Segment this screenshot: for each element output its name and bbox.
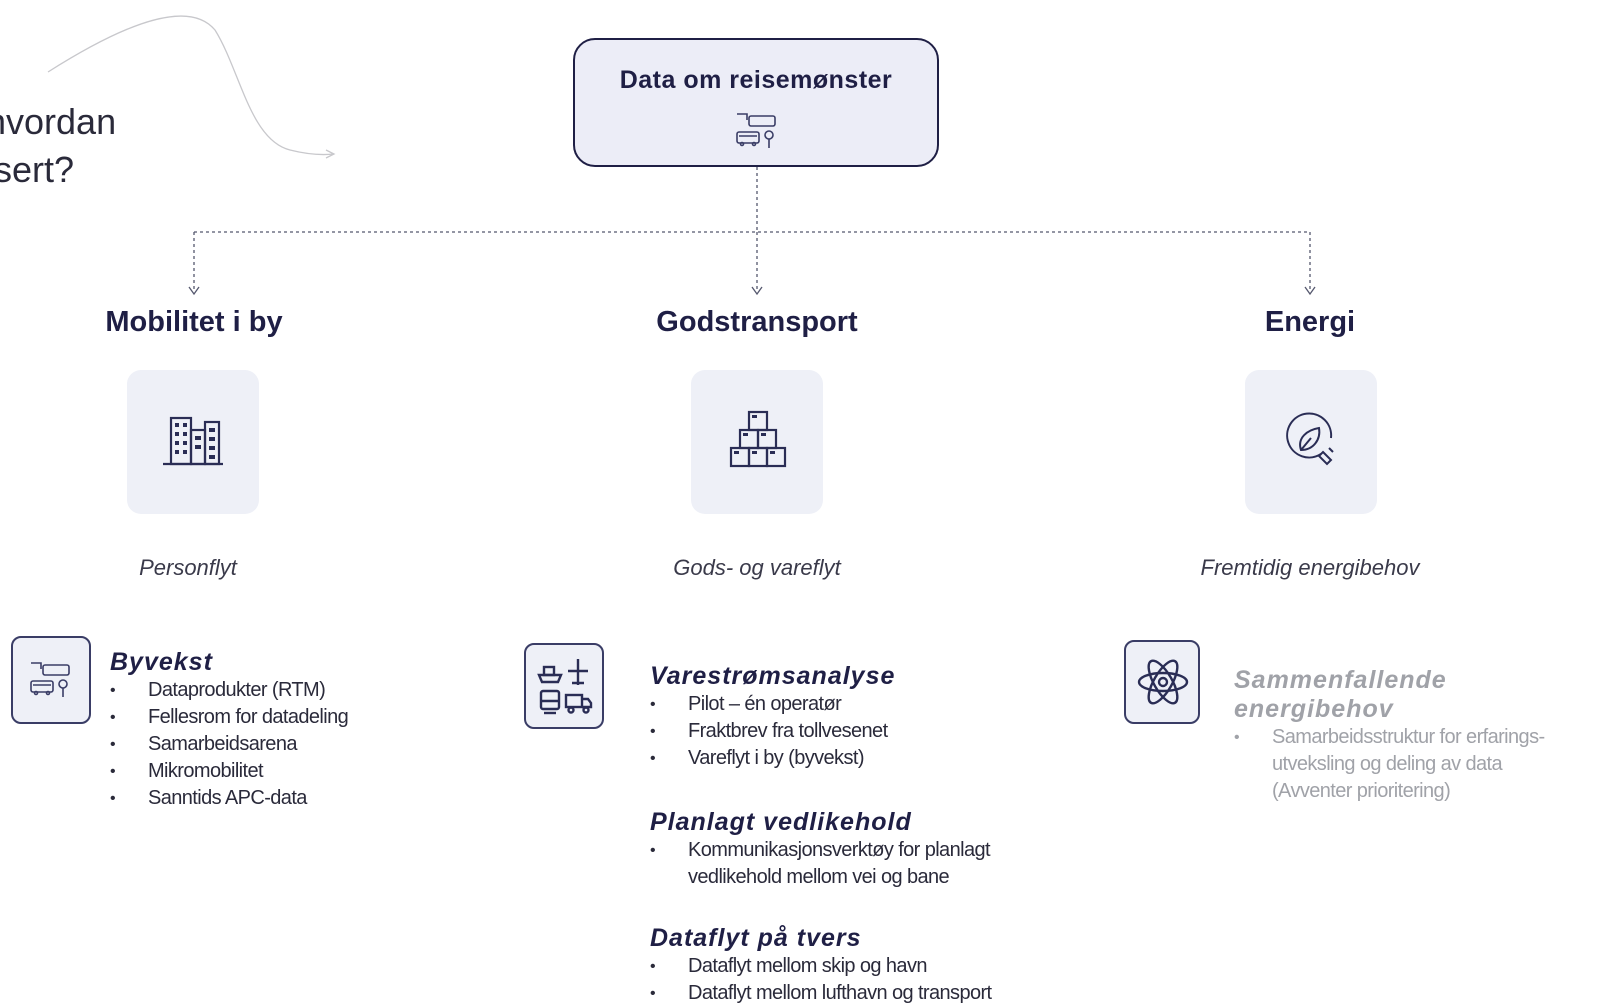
bullet-list: Dataflyt mellom skip og havn Dataflyt me… [650,953,1110,1007]
bullet-list: Kommunikasjonsverktøy for planlagt vedli… [650,837,1070,891]
block-byvekst: Byvekst Dataprodukter (RTM) Fellesrom fo… [110,648,440,812]
branch-title-energi: Energi [1264,306,1356,338]
list-item: Pilot – én operatør [650,691,1110,718]
data-travel-icon [736,113,776,148]
multimodal-transport-icon [537,659,593,715]
item-icon-tile-byvekst [11,636,91,724]
block-title: Byvekst [110,648,213,676]
block-title: Varestrømsanalyse [650,662,896,690]
atom-icon [1137,659,1189,705]
block-title: Dataflyt på tvers [650,924,862,952]
list-item: Samarbeidsstruktur for erfarings-utveksl… [1234,724,1610,805]
branch-title-godstransport: Godstransport [656,306,858,338]
arrow-down-icon [751,286,763,296]
branch-icon-tile-energi [1245,370,1377,514]
block-varestromsanalyse: Varestrømsanalyse Pilot – én operatør Fr… [650,662,1110,772]
list-item: Vareflyt i by (byvekst) [650,745,1110,772]
block-title: Planlagt vedlikehold [650,808,912,836]
list-item: Fraktbrev fra tollvesenet [650,718,1110,745]
item-icon-tile-godstransport [524,643,604,729]
bullet-list: Dataprodukter (RTM) Fellesrom for datade… [110,677,440,812]
block-title: Sammenfallende energibehov [1234,666,1447,723]
block-planlagt-vedlikehold: Planlagt vedlikehold Kommunikasjonsverkt… [650,808,1070,891]
city-buildings-icon [163,416,223,466]
arrow-down-icon [188,286,200,296]
arrow-down-icon [1304,286,1316,296]
list-item: Samarbeidsarena [110,731,440,758]
list-item: Fellesrom for datadeling [110,704,440,731]
intro-question-text: hvordan isert? [0,101,117,190]
list-item: Sanntids APC-data [110,785,440,812]
block-dataflyt-pa-tvers: Dataflyt på tvers Dataflyt mellom skip o… [650,924,1110,1007]
decorative-curve-arrow [47,15,335,156]
boxes-icon [729,410,787,468]
item-icon-tile-energi [1124,640,1200,724]
root-title: Data om reisemønster [619,66,893,94]
root-node: Data om reisemønster [573,38,939,167]
bullet-list: Samarbeidsstruktur for erfarings-utveksl… [1234,724,1610,805]
branch-title-mobilitet: Mobilitet i by [105,306,283,338]
list-item: Mikromobilitet [110,758,440,785]
list-item: Dataflyt mellom lufthavn og transport [650,980,1110,1007]
branch-subtitle-mobilitet: Personflyt [139,555,237,580]
leaf-plug-icon [1286,412,1334,466]
branch-icon-tile-mobilitet [127,370,259,514]
list-item: Dataprodukter (RTM) [110,677,440,704]
branch-icon-tile-godstransport [691,370,823,514]
branch-subtitle-energi: Fremtidig energibehov [1200,555,1420,580]
branch-subtitle-godstransport: Gods- og vareflyt [673,555,841,580]
list-item: Kommunikasjonsverktøy for planlagt vedli… [650,837,1070,891]
block-sammenfallende-energibehov: Sammenfallende energibehov Samarbeidsstr… [1234,666,1610,805]
list-item: Dataflyt mellom skip og havn [650,953,1110,980]
bullet-list: Pilot – én operatør Fraktbrev fra tollve… [650,691,1110,772]
data-travel-icon [30,662,70,697]
